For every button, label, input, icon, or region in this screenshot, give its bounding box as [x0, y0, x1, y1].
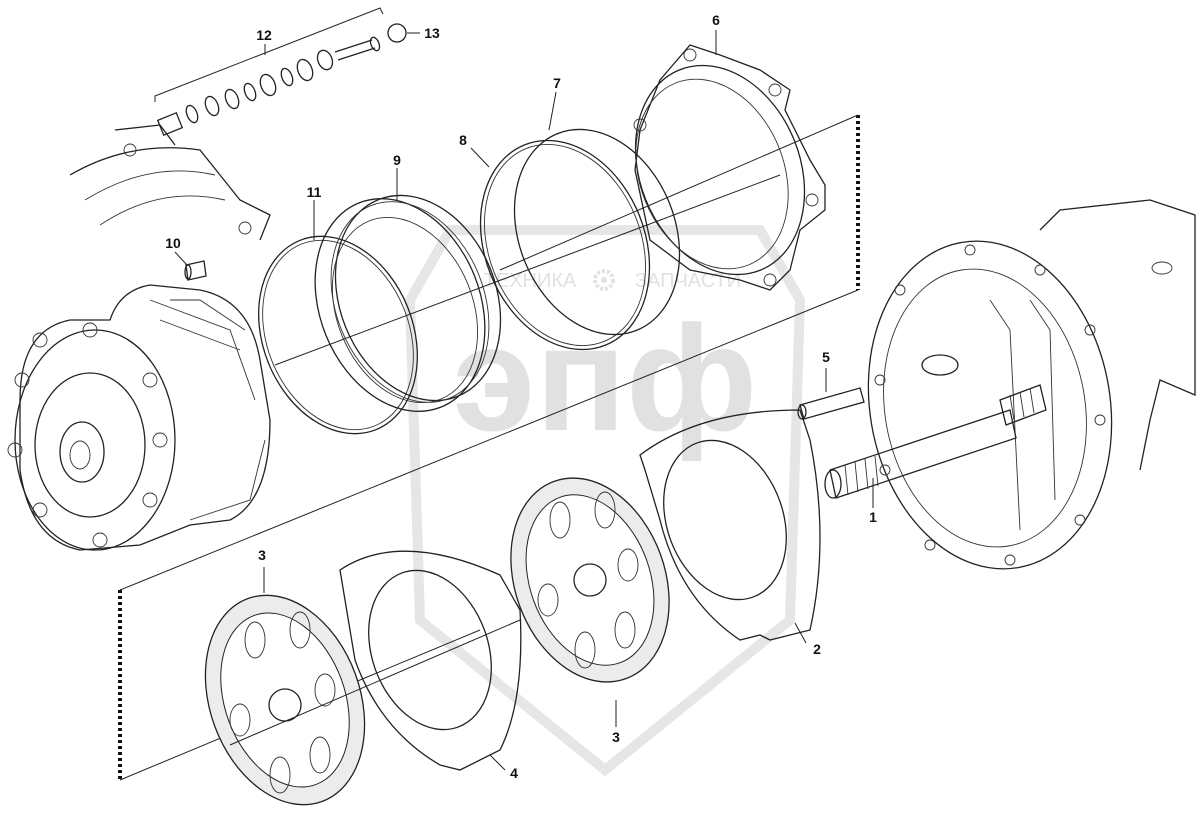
seal-ring-7: [513, 128, 681, 336]
callout-7: 7: [553, 75, 561, 91]
cover-6: [633, 44, 826, 291]
o-ring-11: [258, 235, 418, 435]
housing-flange-background: [69, 124, 271, 241]
bracket-12: [154, 7, 384, 102]
pin-5: [797, 387, 865, 420]
watermark-left-text: ТЕХНИКА: [484, 270, 577, 292]
centre-axis-line: [229, 174, 781, 746]
callout-12: 12: [256, 27, 272, 43]
wheel-hub: [7, 284, 271, 551]
callout-2: 2: [813, 641, 821, 657]
friction-disc-3-right: [510, 477, 670, 683]
gear-icon: [593, 269, 615, 291]
steel-plate-4: [339, 550, 522, 771]
callout-3-left: 3: [258, 547, 266, 563]
seal-ring-8: [479, 139, 651, 351]
callout-5: 5: [822, 349, 830, 365]
callout-6: 6: [712, 12, 720, 28]
callout-8: 8: [459, 132, 467, 148]
callout-1: 1: [869, 509, 877, 525]
leader-lines: [174, 30, 874, 771]
axle-housing: [867, 199, 1196, 570]
callout-9: 9: [393, 152, 401, 168]
o-ring-13: [387, 23, 407, 43]
callout-3-right: 3: [612, 729, 620, 745]
piston-9: [314, 194, 502, 412]
pin-10: [184, 260, 207, 281]
callout-labels: 1 2 3 3 4 5 6 7 8 9 10 11 12 13: [165, 12, 877, 781]
steel-plate-2: [639, 409, 821, 641]
friction-disc-3-left: [204, 594, 366, 806]
callout-4: 4: [510, 765, 518, 781]
watermark-shield: [404, 225, 806, 777]
seal-ring-8-inner: [484, 144, 646, 346]
assembly-guide-right: [499, 114, 859, 271]
callout-11: 11: [307, 184, 322, 200]
valve-assembly-12: [156, 36, 381, 137]
callout-10: 10: [165, 235, 181, 251]
callout-13: 13: [424, 25, 440, 41]
watermark-logo-text: эпф: [453, 294, 758, 462]
assembly-guide-top: [119, 289, 859, 591]
o-ring-11-inner: [262, 239, 414, 431]
shaft-1: [824, 384, 1047, 499]
